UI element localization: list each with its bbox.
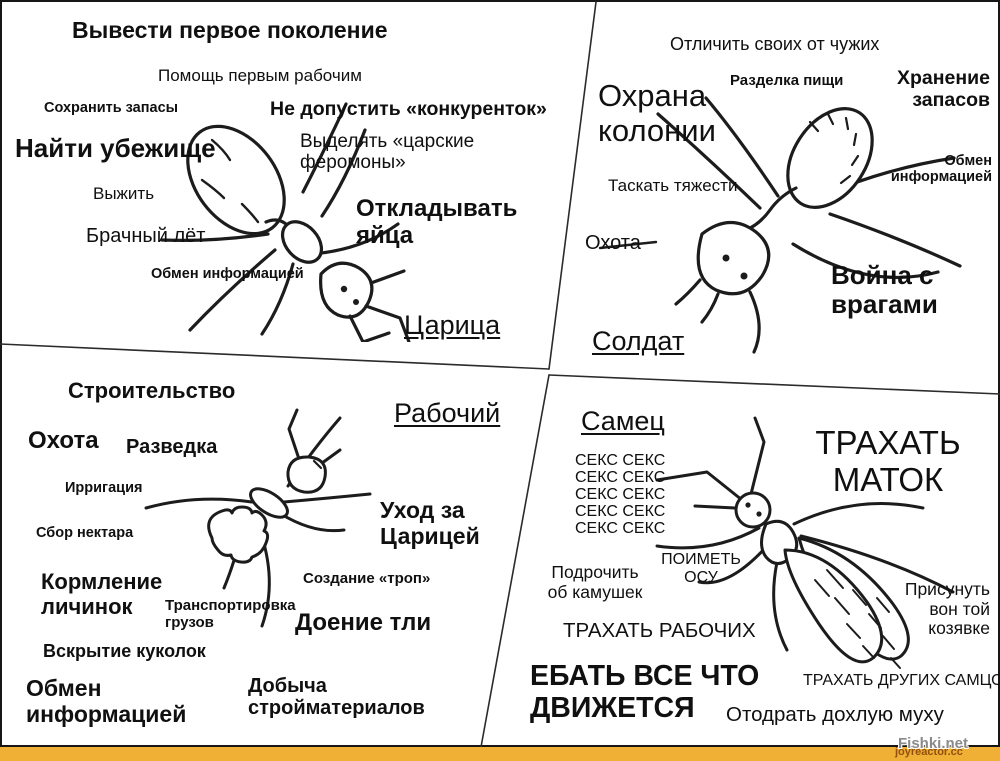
queen-ant-drawing <box>160 102 411 342</box>
queen-nuptial-flight: Брачный лёт <box>86 225 206 247</box>
worker-info-exchange: Обмен информацией <box>26 675 187 727</box>
soldier-hunting: Охота <box>585 232 641 254</box>
queen-panel-name: Царица <box>404 310 501 340</box>
male-wank-rock: Подрочить об камушек <box>547 562 643 602</box>
worker-aphid-milking: Доение тли <box>295 609 432 636</box>
soldier-panel-name: Солдат <box>592 326 685 356</box>
male-dead-fly: Отодрать дохлую муху <box>726 703 944 726</box>
queen-survive: Выжить <box>93 184 155 203</box>
male-fuck-males: ТРАХАТЬ ДРУГИХ САМЦОВ <box>803 672 1000 689</box>
hunting-pointer-line <box>598 240 658 250</box>
queen-help-workers: Помощь первым рабочим <box>158 66 362 85</box>
soldier-food-cutting: Разделка пищи <box>730 72 844 89</box>
male-fuck-everything: ЕБАТЬ ВСЕ ЧТО ДВИЖЕТСЯ <box>530 660 760 724</box>
soldier-friend-or-foe: Отличить своих от чужих <box>670 34 880 54</box>
worker-panel-name: Рабочий <box>394 398 501 428</box>
soldier-war: Война с врагами <box>831 260 938 320</box>
male-fuck-workers: ТРАХАТЬ РАБОЧИХ <box>563 619 756 642</box>
joyreactor-watermark: joyreactor.cc <box>895 746 963 758</box>
queen-lay-eggs: Откладывать яйца <box>356 195 518 249</box>
footer-bar <box>0 747 1000 761</box>
worker-pupae: Вскрытие куколок <box>43 641 206 661</box>
queen-find-shelter: Найти убежище <box>15 133 216 163</box>
queen-info-exchange: Обмен информацией <box>151 266 304 282</box>
queen-save-supplies: Сохранить запасы <box>44 100 179 116</box>
worker-feeding-larvae: Кормление личинок <box>41 569 163 619</box>
worker-cargo: Транспортировка грузов <box>165 597 296 631</box>
male-sex-block: СЕКС СЕКС СЕКС СЕКС СЕКС СЕКС СЕКС СЕКС … <box>575 452 666 538</box>
queen-no-competitors: Не допустить «конкуренток» <box>270 98 547 120</box>
queen-pheromones: Выделять «царские феромоны» <box>300 131 475 174</box>
worker-ant-drawing <box>144 408 372 628</box>
worker-nectar: Сбор нектара <box>36 525 134 541</box>
male-fuck-queens: ТРАХАТЬ МАТОК <box>815 424 961 498</box>
fishki-watermark: Fishki.net <box>898 735 969 752</box>
soldier-carry-heavy: Таскать тяжести <box>608 176 738 195</box>
soldier-info-exchange: Обмен информацией <box>890 153 992 186</box>
worker-materials: Добыча стройматериалов <box>248 675 425 720</box>
worker-irrigation: Ирригация <box>65 480 143 496</box>
worker-scouting: Разведка <box>126 436 218 458</box>
queen-title: Вывести первое поколение <box>72 17 388 43</box>
worker-construction: Строительство <box>68 378 236 403</box>
male-ant-drawing <box>655 416 955 669</box>
worker-trails: Создание «троп» <box>303 570 431 587</box>
worker-hunting: Охота <box>28 427 99 454</box>
worker-queen-care: Уход за Царицей <box>380 497 480 549</box>
male-do-wasp: ПОИМЕТЬ ОСУ <box>661 551 741 586</box>
male-stick-bug: Присунуть вон той козявке <box>904 579 990 639</box>
male-panel-name: Самец <box>581 406 665 436</box>
soldier-colony-guard: Охрана колонии <box>598 78 716 148</box>
soldier-storage: Хранение запасов <box>897 67 990 111</box>
soldier-ant-drawing <box>598 96 962 354</box>
